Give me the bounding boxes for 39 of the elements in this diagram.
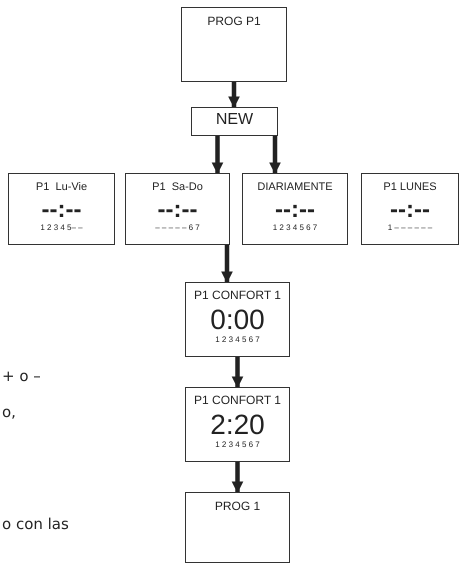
arrow: [269, 136, 281, 174]
text-fragment: o con las: [2, 515, 69, 533]
display-title: P1 Lu-Vie: [36, 182, 88, 194]
display-screen: [361, 173, 459, 245]
display-title: P1 Sa-Do: [152, 182, 203, 194]
arrow: [228, 82, 240, 108]
display-time: --:--: [275, 196, 315, 222]
day-indicators: 1 2 3 4 5 6 7: [215, 336, 260, 344]
display-title: P1 LUNES: [383, 182, 437, 194]
display-time: --:--: [390, 196, 430, 222]
text-fragment: + o –: [2, 367, 41, 385]
arrow: [232, 357, 244, 388]
display-title: PROG 1: [214, 500, 260, 513]
display-screen: [125, 173, 230, 245]
display-time: --:--: [158, 196, 198, 222]
day-indicators: 1 2 3 4 5– –: [40, 224, 83, 232]
arrow: [221, 245, 233, 284]
menu-box: [191, 107, 278, 136]
display-screen: [185, 492, 290, 563]
display-screen: [242, 173, 348, 245]
display-title: PROG P1: [207, 15, 261, 28]
arrow: [232, 462, 244, 494]
display-screen: [8, 173, 115, 245]
display-title: DIARIAMENTE: [257, 182, 333, 194]
display-title: P1 CONFORT 1: [194, 289, 281, 302]
day-indicators: 1 – – – – – –: [388, 224, 432, 232]
display-screen: [185, 387, 290, 462]
display-screen: [185, 282, 290, 357]
arrow: [212, 136, 224, 174]
display-title: P1 CONFORT 1: [194, 394, 281, 407]
day-indicators: – – – – – 6 7: [155, 224, 200, 232]
display-time: --:--: [42, 196, 82, 222]
text-fragment: o,: [2, 403, 16, 421]
display-time: 2:20: [210, 410, 265, 439]
day-indicators: 1 2 3 4 5 6 7: [215, 440, 260, 450]
display-time: 0:00: [210, 304, 265, 334]
day-indicators: 1 2 3 4 5 6 7: [272, 224, 318, 232]
display-screen: [181, 7, 287, 82]
display-title: NEW: [216, 112, 254, 129]
